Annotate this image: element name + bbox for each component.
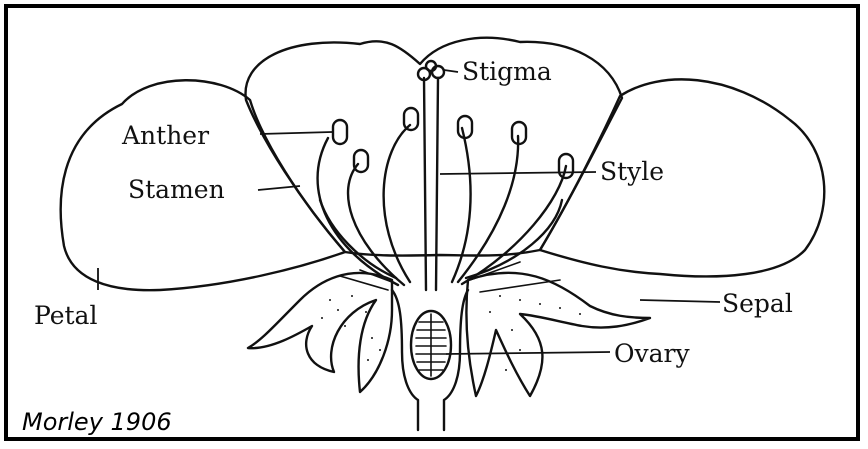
stigma bbox=[418, 61, 444, 80]
label-stamen: Stamen bbox=[128, 175, 225, 204]
credit-caption: Morley 1906 bbox=[22, 408, 172, 436]
stamens bbox=[318, 125, 566, 285]
label-sepal: Sepal bbox=[722, 289, 793, 318]
label-style: Style bbox=[600, 157, 664, 186]
leader-ovary bbox=[446, 352, 610, 354]
leader-anther bbox=[260, 132, 332, 134]
left-sepal bbox=[248, 273, 392, 392]
right-petal bbox=[540, 79, 824, 276]
leader-stamen bbox=[258, 186, 300, 190]
label-ovary: Ovary bbox=[614, 339, 690, 368]
label-petal: Petal bbox=[34, 301, 97, 330]
pistil-style bbox=[424, 78, 438, 290]
label-stigma: Stigma bbox=[462, 57, 552, 86]
label-anther: Anther bbox=[121, 121, 209, 150]
leader-stigma bbox=[444, 70, 458, 72]
anthers bbox=[333, 108, 573, 178]
ovary-ovules bbox=[416, 314, 446, 376]
leader-sepal bbox=[640, 300, 720, 302]
right-sepal bbox=[466, 273, 650, 396]
